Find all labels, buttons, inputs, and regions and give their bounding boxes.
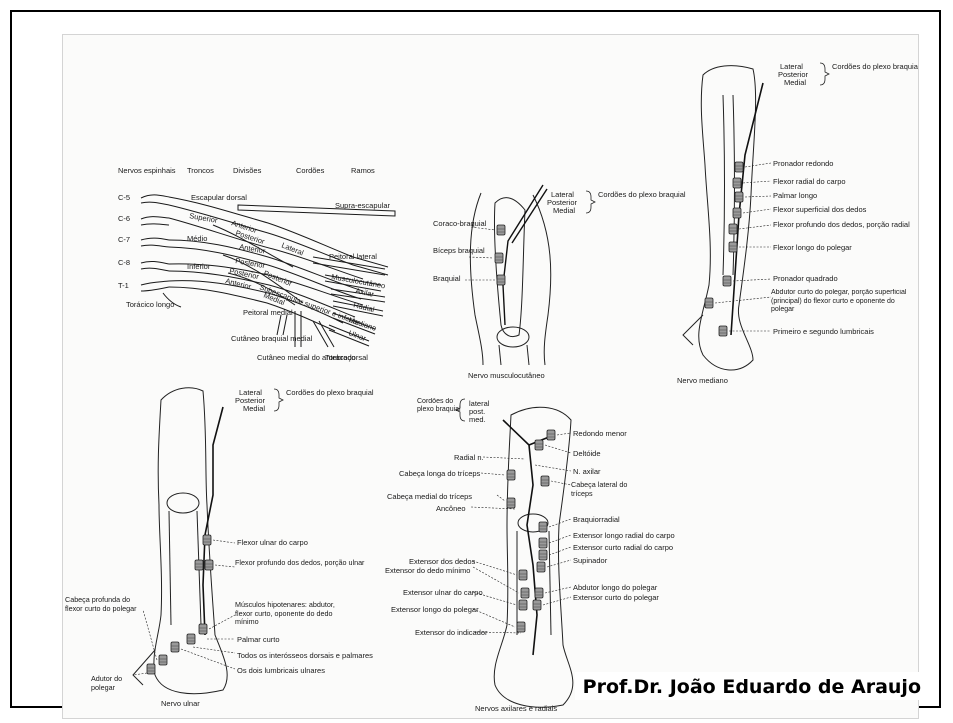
axrad-right-3-wrap: Cabeça lateral do tríceps bbox=[571, 481, 641, 501]
ulnar-label-6-wrap: Cabeça profunda do flexor curto do poleg… bbox=[65, 596, 139, 628]
axrad-cords-brace: Cordões do plexo braquial bbox=[417, 398, 463, 414]
axrad-caption: Nervos axilares e radiais bbox=[475, 704, 557, 713]
root-c8: C-8 bbox=[118, 258, 130, 267]
median-label-6: Pronador quadrado bbox=[773, 274, 838, 283]
axrad-left-7: Extensor longo do polegar bbox=[391, 605, 479, 614]
median-label-2: Palmar longo bbox=[773, 191, 817, 200]
axrad-left-5: Extensor do dedo mínimo bbox=[385, 566, 470, 575]
axrad-cords-brace-wrap: Cordões do plexo braquial bbox=[417, 398, 463, 428]
ulnar-label-6: Cabeça profunda do flexor curto do poleg… bbox=[65, 596, 139, 613]
musculocutaneous-diagram: Lateral Posterior Medial Cordões do plex… bbox=[433, 185, 686, 380]
ulnar-label-1: Flexor profundo dos dedos, porção ulnar bbox=[235, 559, 375, 568]
ulnar-cord-medial: Medial bbox=[243, 404, 265, 413]
ulnar-label-1-wrap: Flexor profundo dos dedos, porção ulnar bbox=[235, 559, 375, 579]
header-cords: Cordões bbox=[296, 166, 325, 175]
header-branches: Ramos bbox=[351, 166, 375, 175]
root-t1: T-1 bbox=[118, 281, 129, 290]
musculo-caption: Nervo musculocutâneo bbox=[468, 371, 545, 380]
median-cord-medial: Medial bbox=[784, 78, 806, 87]
root-c7: C-7 bbox=[118, 235, 130, 244]
trunk-middle: Médio bbox=[187, 234, 207, 243]
axrad-left-3: Ancôneo bbox=[436, 504, 466, 513]
axrad-right-3: Cabeça lateral do tríceps bbox=[571, 481, 641, 498]
axrad-right-5: Extensor longo radial do carpo bbox=[573, 531, 675, 540]
ulnar-label-4: Todos os interósseos dorsais e palmares bbox=[237, 651, 373, 660]
musculo-cords-brace: Cordões do plexo braquial bbox=[598, 190, 686, 199]
ulnar-label-7: Adutor do polegar bbox=[91, 675, 141, 692]
ulnar-label-2: Músculos hipotenares: abdutor, flexor cu… bbox=[235, 601, 347, 627]
axrad-right-0: Redondo menor bbox=[573, 429, 627, 438]
musculo-cord-medial: Medial bbox=[553, 206, 575, 215]
median-label-7-wrap: Abdutor curto do polegar, porção superfi… bbox=[771, 289, 915, 321]
ulnar-caption: Nervo ulnar bbox=[161, 699, 200, 708]
branch-medial-antebrachial-cutaneous: Cutâneo medial do antebraço bbox=[257, 353, 355, 362]
nerve-diagrams: Nervos espinhais Troncos Divisões Cordõe… bbox=[63, 35, 918, 718]
ulnar-label-3: Palmar curto bbox=[237, 635, 280, 644]
ulnar-diagram: Lateral Posterior Medial Cordões do plex… bbox=[65, 388, 375, 708]
ulnar-label-0: Flexor ulnar do carpo bbox=[237, 538, 308, 547]
median-label-8: Primeiro e segundo lumbricais bbox=[773, 327, 874, 336]
branch-long-thoracic: Torácico longo bbox=[126, 300, 174, 309]
brachial-plexus-diagram: Nervos espinhais Troncos Divisões Cordõe… bbox=[118, 166, 395, 362]
ulnar-label-5: Os dois lumbricais ulnares bbox=[237, 666, 325, 675]
axrad-right-6: Extensor curto radial do carpo bbox=[573, 543, 673, 552]
branch-medial-pectoral: Peitoral medial bbox=[243, 308, 293, 317]
header-spinal-nerves-1: Nervos espinhais bbox=[118, 166, 176, 175]
axrad-left-1: Cabeça longa do tríceps bbox=[399, 469, 481, 478]
axrad-right-9: Extensor curto do polegar bbox=[573, 593, 659, 602]
median-cords-brace: Cordões do plexo braquial bbox=[832, 62, 918, 71]
axrad-left-8: Extensor do indicador bbox=[415, 628, 488, 637]
branch-suprascapular: Supra-escapular bbox=[335, 201, 391, 210]
anatomy-plate: Nervos espinhais Troncos Divisões Cordõe… bbox=[62, 34, 919, 719]
author-credit: Prof.Dr. João Eduardo de Araujo bbox=[583, 676, 921, 698]
median-label-7: Abdutor curto do polegar, porção superfi… bbox=[771, 289, 915, 315]
branch-lateral-pectoral: Peitoral lateral bbox=[329, 252, 377, 261]
ulnar-cords-brace: Cordões do plexo braquial bbox=[286, 388, 374, 397]
axrad-left-0: Radial n. bbox=[454, 453, 484, 462]
axrad-right-2: N. axilar bbox=[573, 467, 601, 476]
axrad-right-4: Braquiorradial bbox=[573, 515, 620, 524]
musculo-label-biceps: Bíceps braquial bbox=[433, 246, 485, 255]
median-caption: Nervo mediano bbox=[677, 376, 728, 385]
median-label-1: Flexor radial do carpo bbox=[773, 177, 846, 186]
branch-medial-brachial-cutaneous: Cutâneo braquial medial bbox=[231, 334, 313, 343]
median-label-0: Pronador redondo bbox=[773, 159, 833, 168]
trunk-inferior: Inferior bbox=[187, 262, 211, 271]
musculo-label-coracobrachialis: Coraco-braquial bbox=[433, 219, 487, 228]
header-divisions: Divisões bbox=[233, 166, 262, 175]
slide-frame: Nervos espinhais Troncos Divisões Cordõe… bbox=[10, 10, 941, 708]
axrad-left-6: Extensor ulnar do carpo bbox=[403, 588, 483, 597]
axrad-cord-med: med. bbox=[469, 415, 486, 424]
axrad-right-1: Deltóide bbox=[573, 449, 601, 458]
header-trunks: Troncos bbox=[187, 166, 214, 175]
axillary-radial-diagram: Cordões do plexo braquial lateral post. … bbox=[385, 398, 675, 713]
median-label-5: Flexor longo do polegar bbox=[773, 243, 852, 252]
axrad-left-2: Cabeça medial do tríceps bbox=[387, 492, 472, 501]
median-label-4: Flexor profundo dos dedos, porção radial bbox=[773, 220, 910, 229]
root-c5: C-5 bbox=[118, 193, 130, 202]
trunk-superior: Superior bbox=[189, 211, 219, 225]
axrad-right-8: Abdutor longo do polegar bbox=[573, 583, 658, 592]
branch-dorsal-scapular: Escapular dorsal bbox=[191, 193, 247, 202]
axrad-right-7: Supinador bbox=[573, 556, 608, 565]
median-label-3: Flexor superficial dos dedos bbox=[773, 205, 867, 214]
median-diagram: Lateral Posterior Medial Cordões do plex… bbox=[677, 62, 918, 385]
musculo-label-brachialis: Braquial bbox=[433, 274, 461, 283]
ulnar-label-2-wrap: Músculos hipotenares: abdutor, flexor cu… bbox=[235, 601, 347, 631]
axrad-left-4: Extensor dos dedos bbox=[409, 557, 476, 566]
root-c6: C-6 bbox=[118, 214, 130, 223]
ulnar-label-7-wrap: Adutor do polegar bbox=[91, 675, 141, 697]
